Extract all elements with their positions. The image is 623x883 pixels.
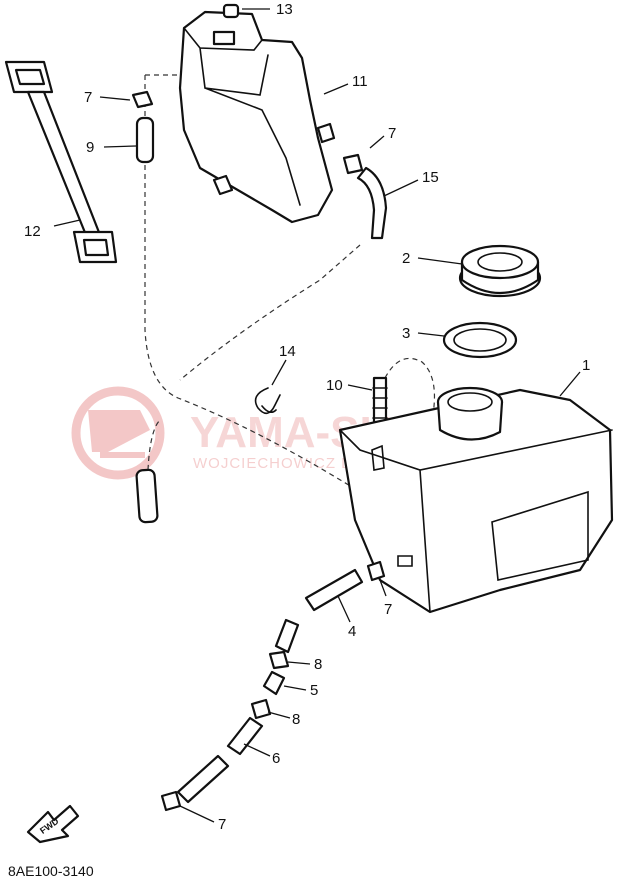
callout-7: 7: [84, 89, 92, 106]
callout-12: 12: [24, 223, 41, 240]
diagram-code: 8AE100-3140: [8, 863, 94, 879]
reservoir-cap-part: [222, 3, 240, 19]
callout-7: 7: [384, 601, 392, 618]
hose-part: [176, 754, 230, 804]
callout-7: 7: [218, 816, 226, 833]
hose-clip-part: [131, 90, 154, 109]
callout-4: 4: [348, 623, 356, 640]
ribbed-hose-ribs: [372, 387, 388, 429]
callout-3: 3: [402, 325, 410, 342]
callout-15: 15: [422, 169, 439, 186]
hose-part: [226, 716, 264, 756]
watermark-logo-icon: [71, 386, 165, 480]
callout-14: 14: [279, 343, 296, 360]
short-hose-part: [135, 116, 155, 164]
callout-2: 2: [402, 250, 410, 267]
loose-hose-part: [135, 468, 159, 524]
hose-clip-part: [366, 560, 386, 582]
callout-7: 7: [388, 125, 396, 142]
joint-part: [262, 670, 286, 696]
callout-11: 11: [352, 73, 368, 90]
hose-clamp-part: [268, 650, 290, 670]
leader-lines: [53, 8, 581, 823]
gasket-part: [442, 321, 518, 359]
callout-1: 1: [582, 357, 590, 374]
callout-8: 8: [314, 656, 322, 673]
hose-clip-part: [342, 153, 364, 175]
hose-clip-part: [160, 790, 182, 812]
fuel-hose-part: [304, 568, 364, 612]
strap-part: [4, 60, 118, 264]
reservoir-part: [178, 10, 336, 224]
breather-route-line: [144, 74, 406, 506]
callout-6: 6: [272, 750, 280, 767]
fuel-tank-part: [338, 386, 614, 614]
fuel-cap-part: [458, 244, 542, 298]
wire-clip-part: [254, 387, 281, 415]
fuel-hose-part: [274, 618, 300, 654]
callout-5: 5: [310, 682, 318, 699]
callouts: 13 11 7 9 7 15 12 2 3 14 10 1 7 4 8 5 8 …: [24, 1, 590, 833]
filler-loop-line: [384, 357, 436, 506]
callout-8: 8: [292, 711, 300, 728]
curved-hose-part: [356, 166, 388, 240]
callout-10: 10: [326, 377, 343, 394]
fwd-arrow-icon: FWD: [26, 804, 80, 844]
callout-13: 13: [276, 1, 293, 18]
hose-clamp-part: [250, 698, 272, 720]
callout-9: 9: [86, 139, 94, 156]
